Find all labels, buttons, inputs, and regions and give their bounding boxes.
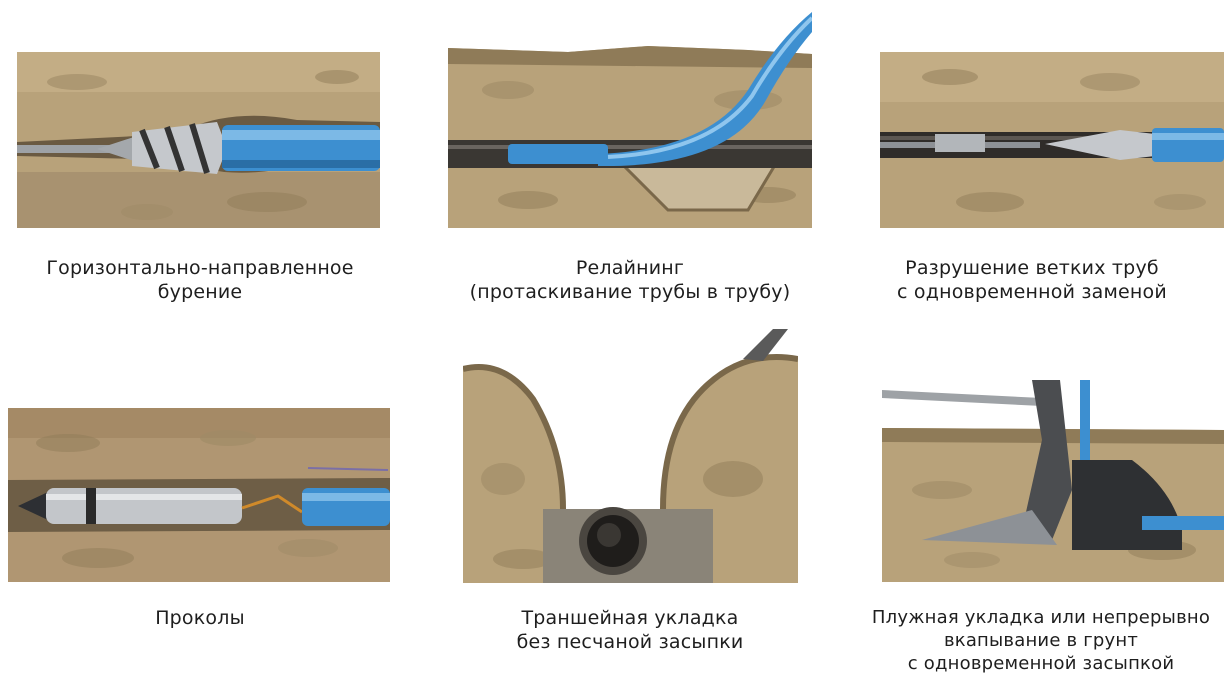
caption-trench-line-1: Траншейная укладка [430, 606, 830, 630]
caption-trench-line-2: без песчаной засыпки [430, 630, 830, 654]
caption-piercing: Проколы [0, 606, 400, 630]
hdd-illustration [17, 52, 380, 228]
caption-plough-line-2: вкапывание в грунт [858, 629, 1224, 652]
caption-plough: Плужная укладка или непрерывно вкапывани… [858, 606, 1224, 675]
caption-hdd-line-1: Горизонтально-направленное [0, 256, 400, 280]
caption-hdd-line-2: бурение [0, 280, 400, 304]
trench-illustration [463, 329, 798, 583]
relining-illustration [448, 10, 812, 228]
caption-piercing-line-1: Проколы [0, 606, 400, 630]
caption-pipe-bursting: Разрушение ветких труб с одновременной з… [862, 256, 1202, 304]
caption-pipe-bursting-line-1: Разрушение ветких труб [862, 256, 1202, 280]
plough-illustration [882, 380, 1224, 582]
caption-relining: Релайнинг (протаскивание трубы в трубу) [430, 256, 830, 304]
caption-hdd: Горизонтально-направленное бурение [0, 256, 400, 304]
caption-plough-line-1: Плужная укладка или непрерывно [858, 606, 1224, 629]
pipe-bursting-illustration [880, 52, 1224, 228]
piercing-illustration [8, 408, 390, 582]
caption-trench: Траншейная укладка без песчаной засыпки [430, 606, 830, 654]
caption-relining-line-1: Релайнинг [430, 256, 830, 280]
caption-relining-line-2: (протаскивание трубы в трубу) [430, 280, 830, 304]
caption-pipe-bursting-line-2: с одновременной заменой [862, 280, 1202, 304]
caption-plough-line-3: с одновременной засыпкой [858, 652, 1224, 675]
